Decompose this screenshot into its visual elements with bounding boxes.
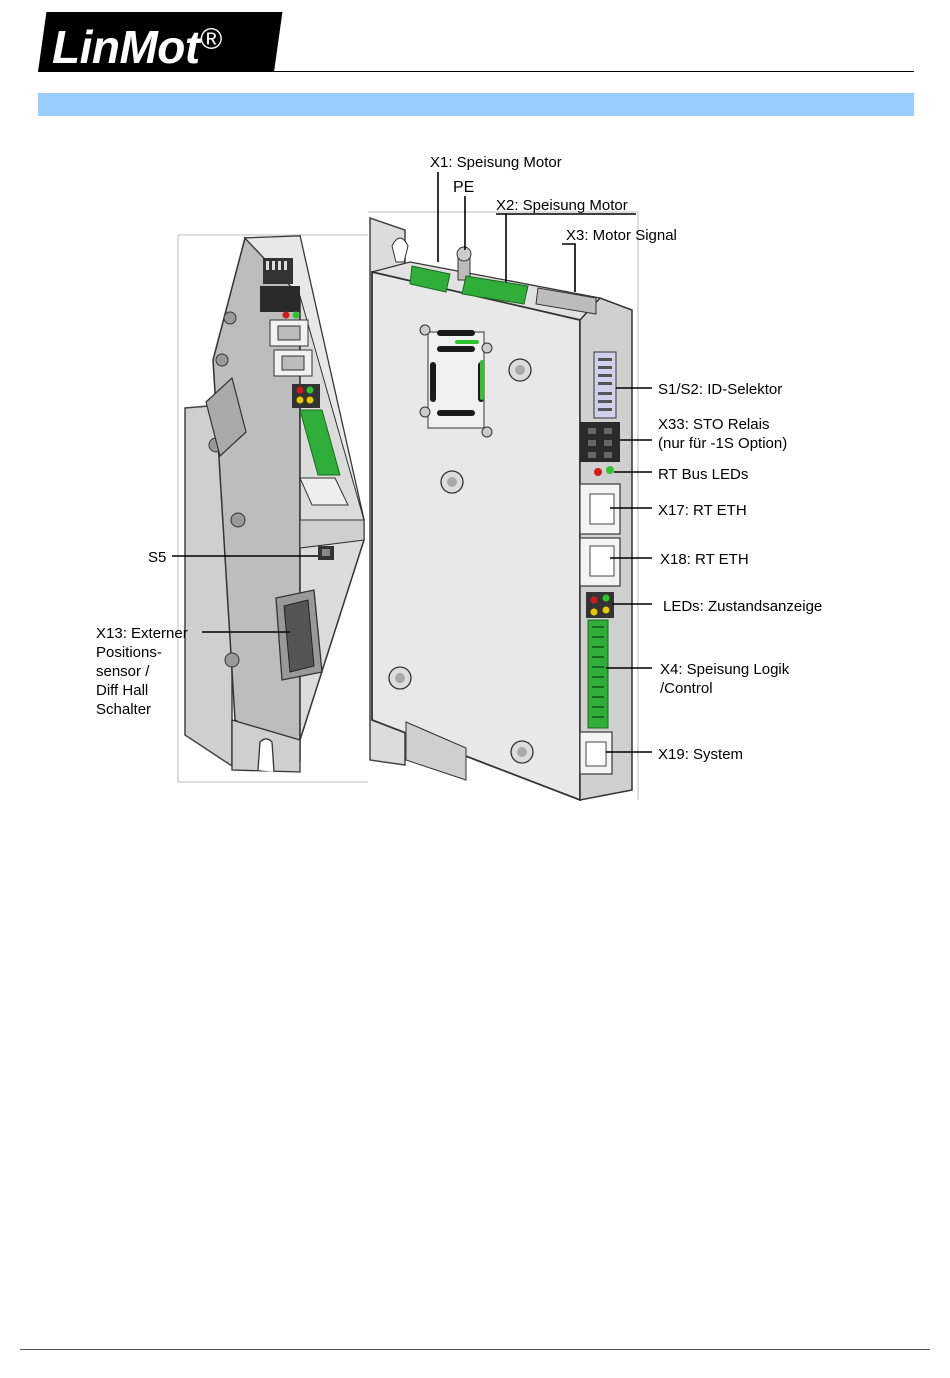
label-pe: PE [453, 179, 474, 196]
label-x13-line4: Diff Hall [96, 682, 148, 699]
footer-rule [20, 1349, 930, 1350]
device-side-view [185, 236, 364, 772]
label-x18: X18: RT ETH [660, 551, 749, 568]
label-x13-line3: sensor / [96, 663, 150, 680]
label-x13-line2: Positions- [96, 644, 162, 661]
label-rt-bus-leds: RT Bus LEDs [658, 466, 748, 483]
label-x33-line1: X33: STO Relais [658, 416, 769, 433]
logo-name: LinMot [52, 21, 200, 73]
label-x19: X19: System [658, 746, 743, 763]
linmot-logo: LinMot® [52, 10, 221, 77]
label-x33-line2: (nur für -1S Option) [658, 435, 787, 452]
label-x1: X1: Speisung Motor [430, 154, 562, 171]
label-x2: X2: Speisung Motor [496, 197, 628, 214]
label-s1-s2: S1/S2: ID-Selektor [658, 381, 782, 398]
label-x4-line2: /Control [660, 680, 713, 697]
label-s5: S5 [148, 549, 166, 566]
label-x4-line1: X4: Speisung Logik [660, 661, 790, 678]
device-front-view [370, 218, 632, 800]
section-band [38, 93, 914, 116]
label-x13-line1: X13: Externer [96, 625, 188, 642]
label-x3: X3: Motor Signal [566, 227, 677, 244]
label-x13-line5: Schalter [96, 701, 151, 718]
label-x17: X17: RT ETH [658, 502, 747, 519]
header-rule [38, 71, 914, 72]
device-diagram: X1: Speisung Motor PE X2: Speisung Motor… [0, 140, 950, 810]
label-leds: LEDs: Zustandsanzeige [663, 598, 822, 615]
logo-registered-mark: ® [200, 23, 222, 56]
